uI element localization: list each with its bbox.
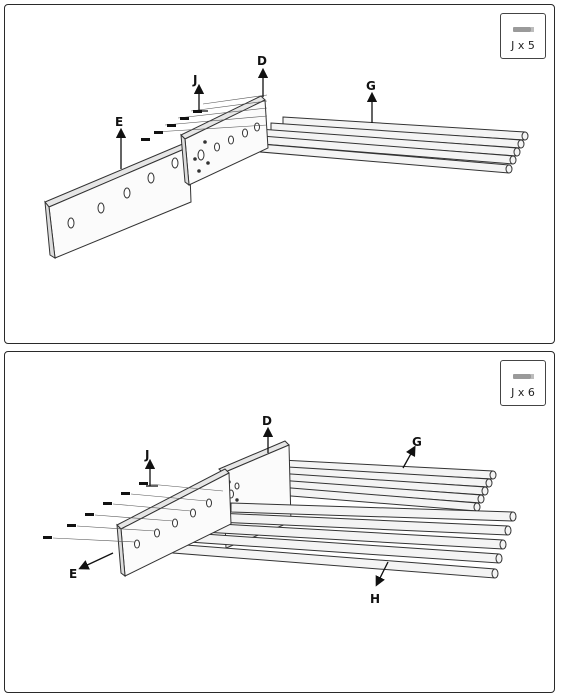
- board-hole: [67, 217, 75, 229]
- board-hole: [123, 187, 131, 199]
- step-2-diagram: E J D G H: [43, 414, 517, 606]
- screw: [121, 492, 130, 495]
- board-e: [44, 142, 192, 259]
- bracket-hole: [214, 142, 220, 152]
- screw: [167, 124, 176, 127]
- rod: [270, 122, 525, 149]
- screw: [139, 482, 148, 485]
- assembly-step-1-panel: E J D G J x 5: [4, 4, 555, 344]
- label-h: H: [370, 592, 380, 606]
- screw-icon: [513, 27, 534, 32]
- callout-arrow-g: [402, 445, 416, 469]
- board-hole: [206, 498, 212, 508]
- board-hole: [171, 157, 179, 169]
- screws-j: [141, 94, 268, 141]
- label-g: G: [412, 435, 422, 449]
- screw: [154, 131, 163, 134]
- bracket-hole: [228, 135, 234, 145]
- bracket-hole: [234, 482, 240, 490]
- screw: [141, 138, 150, 141]
- label-e: E: [69, 567, 77, 581]
- hardware-count-box: J x 6: [500, 360, 546, 406]
- board-hole: [154, 528, 160, 538]
- callout-arrow-h: [375, 561, 389, 587]
- hardware-count-label: J x 6: [511, 386, 535, 399]
- rods-g: [240, 459, 497, 512]
- label-d: D: [262, 414, 272, 428]
- label-j: J: [144, 448, 149, 462]
- bracket-hole: [197, 149, 205, 161]
- screw: [67, 524, 76, 527]
- screw: [103, 502, 112, 505]
- screws-j: [43, 482, 224, 543]
- screw: [180, 117, 189, 120]
- rod: [282, 116, 529, 141]
- rods-h: [172, 502, 517, 579]
- bracket-d: [180, 95, 269, 187]
- label-d: D: [257, 54, 267, 68]
- callout-arrow-e: [78, 552, 114, 570]
- screw: [43, 536, 52, 539]
- screw: [85, 513, 94, 516]
- hardware-count-label: J x 5: [511, 39, 535, 52]
- label-j: J: [192, 73, 197, 87]
- rod: [230, 502, 517, 522]
- bracket-hole: [242, 128, 248, 138]
- bracket-hole: [254, 122, 260, 132]
- rods-g: [236, 116, 529, 174]
- board-hole: [172, 518, 178, 528]
- board-hole: [147, 172, 155, 184]
- label-e: E: [115, 115, 123, 129]
- assembly-step-2-panel: E J D G H J x 6: [4, 351, 555, 693]
- hardware-count-box: J x 5: [500, 13, 546, 59]
- board-hole: [134, 539, 140, 549]
- board-hole: [190, 508, 196, 518]
- board-e: [116, 468, 232, 578]
- board-hole: [97, 202, 105, 214]
- step-1-diagram: E J D G: [44, 54, 529, 259]
- label-g: G: [366, 79, 376, 93]
- screw-icon: [513, 374, 534, 379]
